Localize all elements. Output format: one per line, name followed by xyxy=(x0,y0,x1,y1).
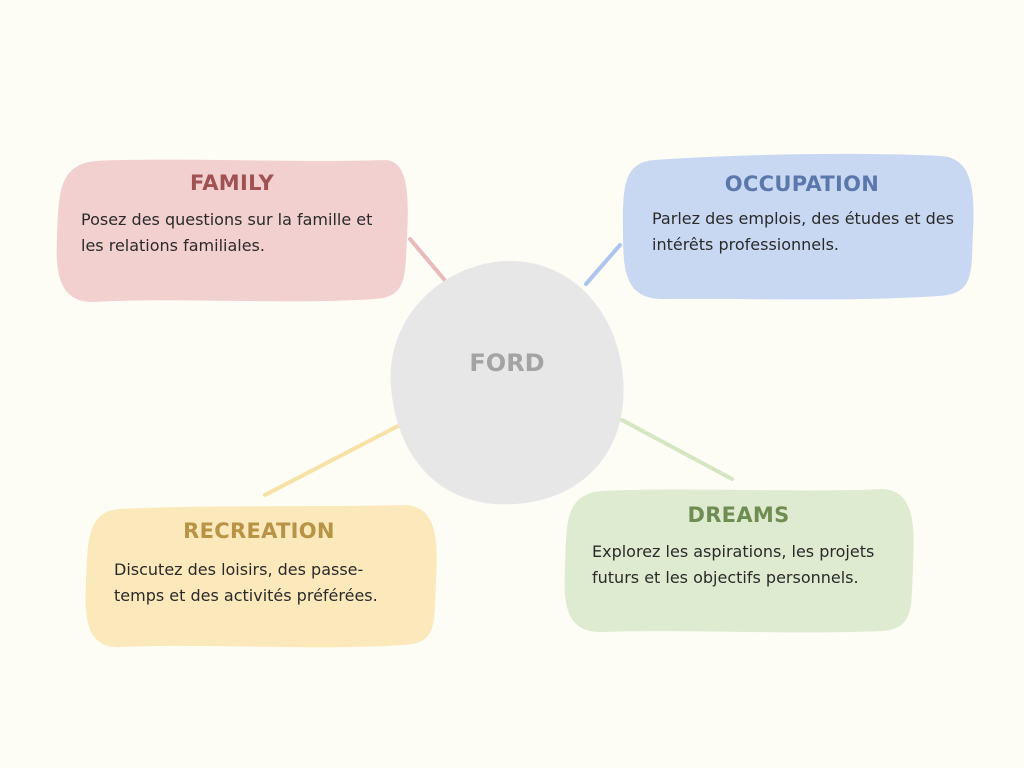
recreation-blob-path xyxy=(85,505,437,648)
center-blob-path xyxy=(390,260,624,505)
dreams-blob-path xyxy=(564,489,914,633)
family-body: Posez des questions sur la famille et le… xyxy=(81,210,373,255)
occupation-blob-shape xyxy=(622,153,974,300)
dreams-blob-shape xyxy=(564,489,914,633)
family-blob-shape xyxy=(56,159,408,303)
center-label: FORD xyxy=(469,349,545,377)
dreams-title: DREAMS xyxy=(687,503,790,527)
connector-dreams xyxy=(620,418,734,481)
center-blob-shape xyxy=(390,260,624,505)
connector-family xyxy=(408,237,450,286)
recreation-content: RECREATION Discutez des loisirs, des pas… xyxy=(84,503,438,649)
center-node: FORD xyxy=(389,259,625,505)
occupation-blob-path xyxy=(622,153,974,300)
family-content: FAMILY Posez des questions sur la famill… xyxy=(55,157,409,303)
node-family: FAMILY Posez des questions sur la famill… xyxy=(55,157,409,303)
node-dreams: DREAMS Explorez les aspirations, les pro… xyxy=(563,487,916,633)
connector-recreation xyxy=(263,424,400,497)
node-occupation: OCCUPATION Parlez des emplois, des étude… xyxy=(621,152,975,300)
occupation-content: OCCUPATION Parlez des emplois, des étude… xyxy=(621,152,975,300)
dreams-content: DREAMS Explorez les aspirations, les pro… xyxy=(563,487,916,633)
family-title: FAMILY xyxy=(189,171,275,195)
family-blob-path xyxy=(56,159,408,303)
occupation-body: Parlez des emplois, des études et des in… xyxy=(652,209,954,254)
dreams-body: Explorez les aspirations, les projets fu… xyxy=(592,542,875,587)
connector-occupation xyxy=(584,243,622,286)
node-recreation: RECREATION Discutez des loisirs, des pas… xyxy=(84,503,438,649)
recreation-title: RECREATION xyxy=(183,519,335,543)
recreation-body: Discutez des loisirs, des passe-temps et… xyxy=(114,560,378,605)
occupation-title: OCCUPATION xyxy=(724,172,880,196)
recreation-blob-shape xyxy=(85,505,437,648)
